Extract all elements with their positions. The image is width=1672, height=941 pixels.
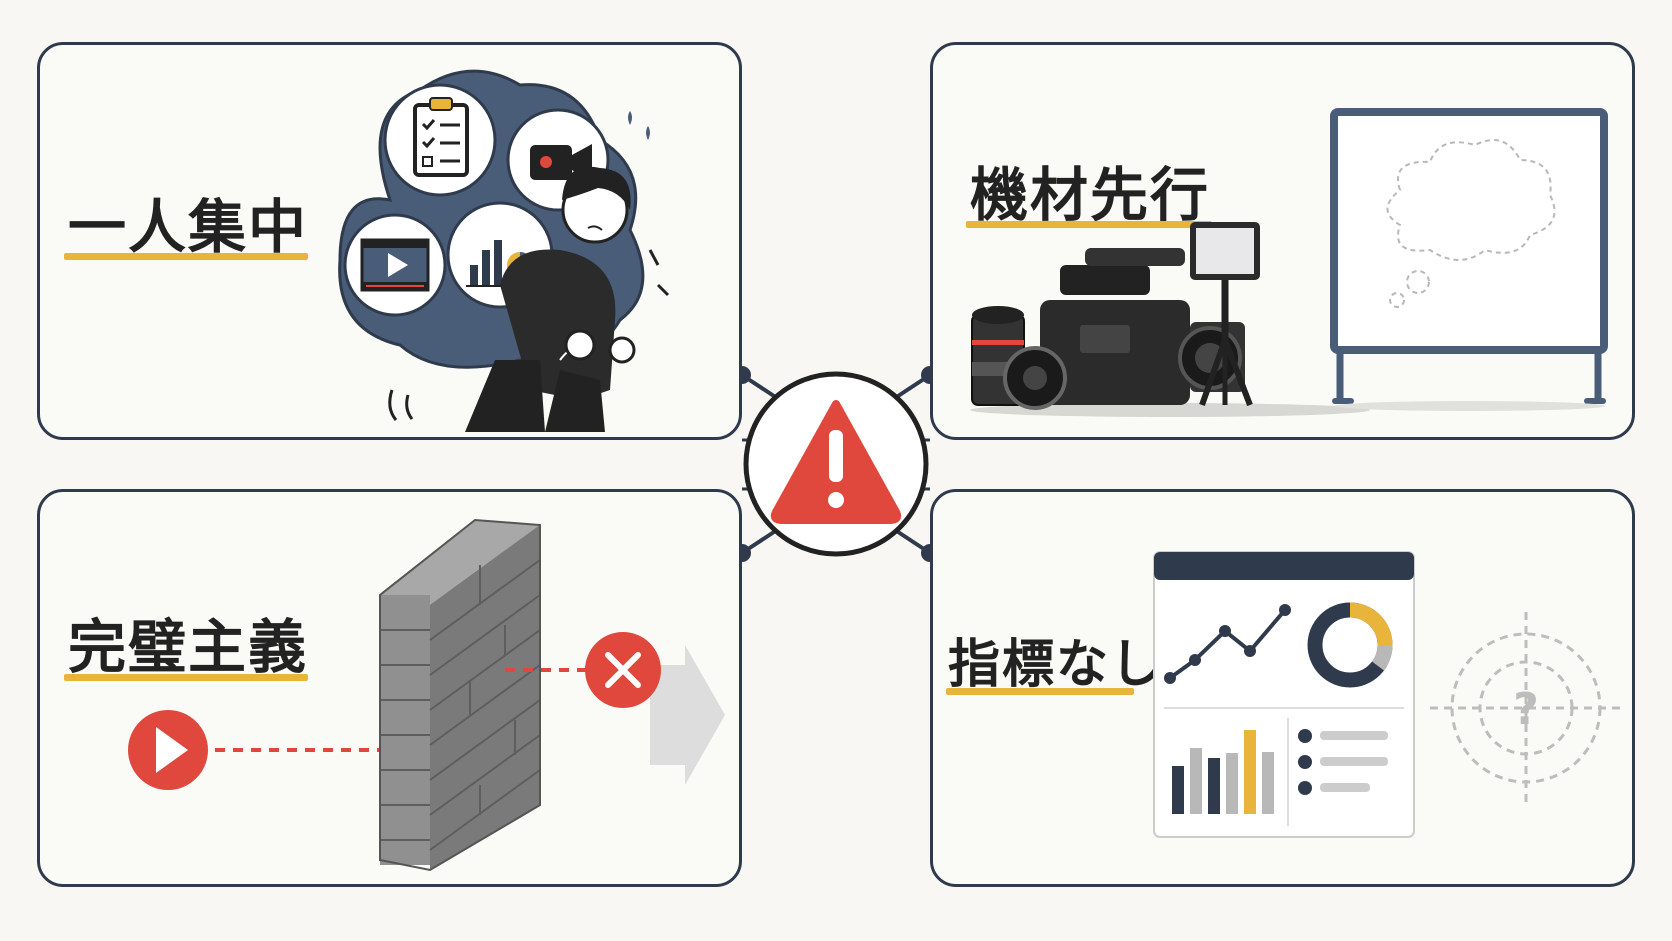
label-equipment-first: 機材先行 (970, 161, 1211, 229)
label-underline (966, 221, 1212, 228)
line-chart-icon (1164, 604, 1291, 684)
thought-cloud-icon (1386, 139, 1556, 308)
label-perfectionism: 完璧主義 (68, 613, 309, 681)
led-light-on-tripod-icon (1190, 222, 1260, 407)
camcorder-icon (1003, 248, 1245, 410)
donut-chart-icon (1307, 602, 1393, 688)
label-one-person-focus: 一人集中 (68, 193, 309, 261)
blocked-flow-scene (128, 518, 725, 872)
svg-text:?: ? (1513, 684, 1539, 735)
label-underline (64, 253, 308, 260)
person-carrying-load-icon (338, 69, 670, 432)
checklist-icon (383, 83, 497, 197)
arrow-right-icon (650, 645, 725, 785)
film-play-icon (343, 213, 447, 317)
brick-wall-icon (379, 518, 541, 872)
blank-whiteboard-icon (1330, 108, 1608, 411)
x-circle-icon (585, 632, 661, 708)
label-underline (946, 688, 1134, 695)
list-icon (1298, 729, 1388, 795)
dashboard-icon: ? (1153, 551, 1620, 838)
equipment-scene (970, 108, 1608, 417)
target-question-icon (1430, 612, 1620, 804)
play-button-icon (128, 710, 208, 790)
label-underline (64, 674, 308, 681)
bar-chart-icon (1172, 730, 1274, 814)
label-no-metrics: 指標なし (948, 635, 1165, 695)
